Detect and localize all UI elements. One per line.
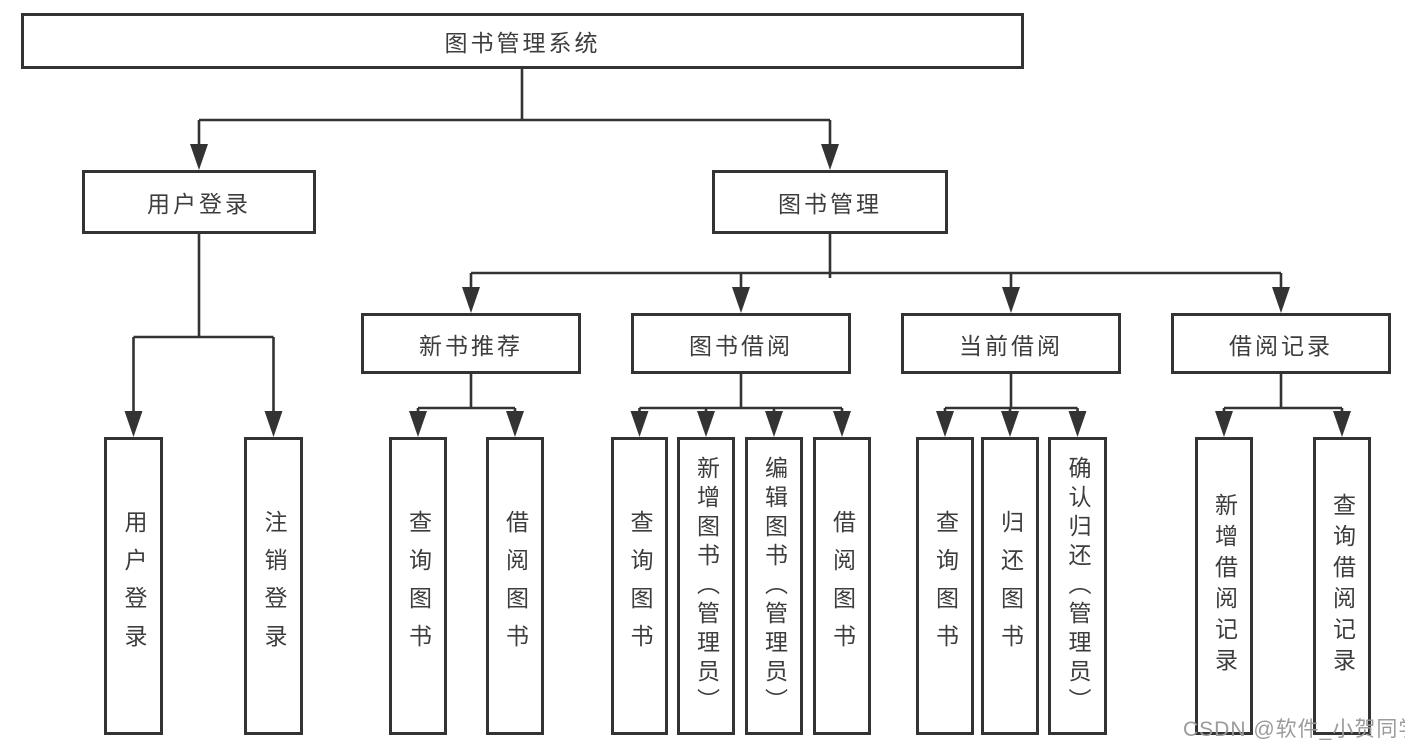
arrowhead-icon [506,411,524,437]
arrowhead-icon [462,287,480,313]
node-label: 用户登录 [121,510,147,662]
leaf-logout: 注销登录 [244,437,303,735]
leaf-query-books-borrowing: 查询图书 [611,437,668,735]
arrowhead-icon [1068,411,1087,437]
node-library-system: 图书管理系统 [21,13,1024,69]
arrowhead-icon [409,411,427,437]
node-label: 查询借阅记录 [1329,493,1356,679]
arrowhead-icon [697,411,715,437]
node-label: 用户登录 [147,191,251,217]
arrowhead-icon [1001,411,1019,437]
arrowhead-icon [124,411,143,437]
node-label: 确认归还（管理员） [1065,455,1091,717]
node-label: 图书管理系统 [444,30,601,56]
node-label: 新增图书（管理员） [693,455,720,717]
arrowhead-icon [732,287,750,313]
node-current-borrowing: 当前借阅 [901,313,1121,374]
node-label: 查询图书 [627,510,653,662]
node-user-login: 用户登录 [82,170,316,234]
leaf-confirm-return-admin: 确认归还（管理员） [1048,437,1107,735]
node-label: 借阅图书 [829,510,856,662]
arrowhead-icon [264,411,283,437]
leaf-query-borrow-record: 查询借阅记录 [1313,437,1371,735]
leaf-query-books-current: 查询图书 [916,437,974,735]
arrowhead-icon [936,411,954,437]
leaf-add-book-admin: 新增图书（管理员） [677,437,735,735]
leaf-edit-book-admin: 编辑图书（管理员） [745,437,803,735]
node-borrowing-records: 借阅记录 [1171,313,1391,374]
arrowhead-icon [1272,287,1290,313]
node-label: 新增借阅记录 [1211,493,1238,679]
node-label: 查询图书 [405,510,432,662]
node-label: 图书管理 [778,191,882,217]
node-label: 借阅记录 [1229,332,1333,359]
node-label: 归还图书 [997,510,1024,662]
arrowhead-icon [1215,411,1233,437]
node-book-management: 图书管理 [712,170,948,234]
arrowhead-icon [765,411,783,437]
leaf-borrow-books-recommend: 借阅图书 [486,437,544,735]
node-label: 注销登录 [261,510,287,662]
node-new-book-recommendation: 新书推荐 [361,313,581,374]
arrowhead-icon [1002,287,1020,313]
arrowhead-icon [833,411,851,437]
leaf-add-borrow-record: 新增借阅记录 [1195,437,1253,735]
leaf-user-login: 用户登录 [104,437,163,735]
node-label: 编辑图书（管理员） [761,455,788,717]
arrowhead-icon [821,144,839,170]
node-label: 当前借阅 [959,332,1063,359]
leaf-query-books-recommend: 查询图书 [389,437,447,735]
node-label: 新书推荐 [419,332,523,359]
leaf-borrow-books-borrowing: 借阅图书 [813,437,871,735]
arrowhead-icon [190,144,208,170]
node-label: 查询图书 [932,510,959,662]
arrowhead-icon [1333,411,1351,437]
node-book-borrowing: 图书借阅 [631,313,851,374]
leaf-return-books: 归还图书 [981,437,1039,735]
node-label: 图书借阅 [689,332,793,359]
arrowhead-icon [630,411,649,437]
node-label: 借阅图书 [502,510,529,662]
watermark: CSDN @软件_小贺同学 [1183,718,1405,741]
